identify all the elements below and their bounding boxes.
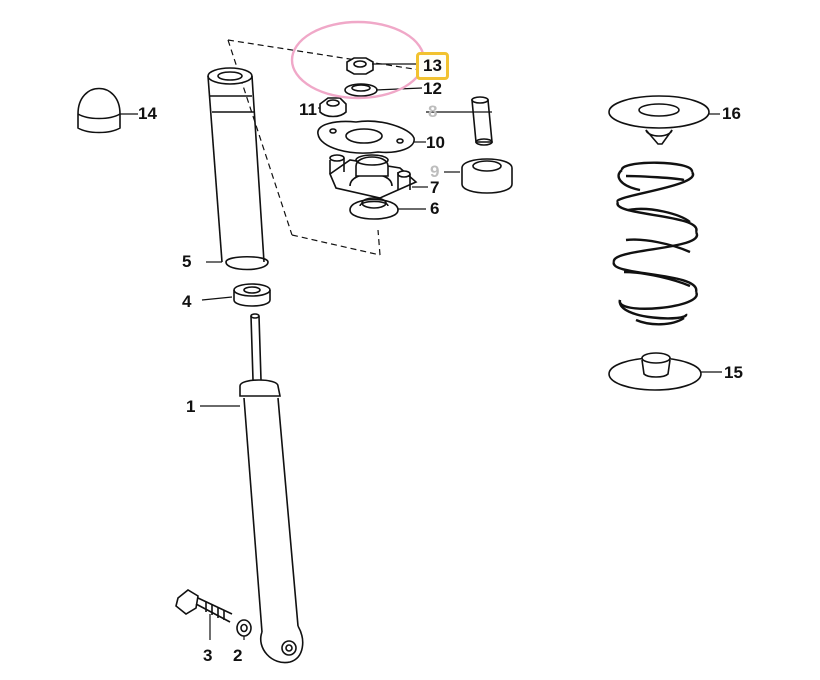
lower-spring-seat[interactable] [608, 352, 702, 391]
callout-4[interactable]: 4 [182, 292, 192, 311]
callout-9[interactable]: 9 [430, 162, 440, 181]
washer[interactable] [236, 619, 252, 637]
callout-1[interactable]: 1 [186, 397, 196, 416]
gasket-plate[interactable] [317, 120, 415, 154]
upper-spring-seat[interactable] [608, 95, 710, 145]
callout-3[interactable]: 3 [203, 646, 213, 665]
dust-boot[interactable] [207, 67, 269, 271]
upper-washer[interactable] [344, 83, 378, 97]
callout-5[interactable]: 5 [182, 252, 192, 271]
callout-10[interactable]: 10 [426, 133, 445, 152]
spacer-sleeve[interactable] [471, 96, 493, 146]
shock-absorber[interactable] [239, 313, 304, 664]
support-bearing[interactable] [349, 197, 399, 220]
callout-11[interactable]: 11 [299, 100, 317, 119]
hex-nut[interactable] [346, 57, 374, 75]
protective-cap[interactable] [77, 87, 121, 134]
callout-2[interactable]: 2 [233, 646, 243, 665]
callout-6[interactable]: 6 [430, 199, 440, 218]
mounting-bolt[interactable] [175, 589, 233, 623]
rubber-bushing[interactable] [461, 158, 513, 194]
callout-7[interactable]: 7 [430, 178, 440, 197]
callout-14[interactable]: 14 [138, 104, 157, 123]
callout-16[interactable]: 16 [722, 104, 741, 123]
bump-stop-ring[interactable] [233, 283, 271, 307]
flange-nut[interactable] [319, 97, 347, 118]
callout-13[interactable]: 13 [416, 52, 449, 80]
coil-spring[interactable] [612, 161, 699, 326]
callout-12[interactable]: 12 [423, 79, 442, 98]
leader-lines [120, 63, 722, 640]
callout-15[interactable]: 15 [724, 363, 743, 382]
callout-8[interactable]: 8 [428, 102, 438, 121]
strut-mount[interactable] [329, 154, 418, 199]
